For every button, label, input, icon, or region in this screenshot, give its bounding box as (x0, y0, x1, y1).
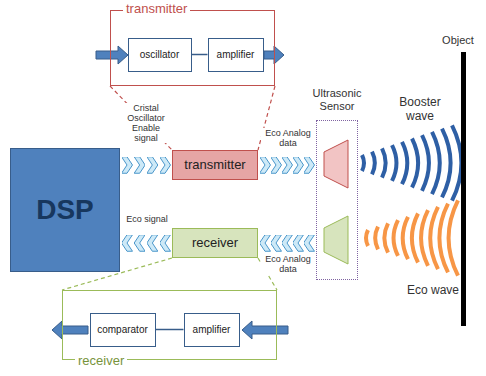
booster-wave-arc (392, 145, 396, 181)
input-arrow (242, 321, 288, 339)
eco-wave-arc (403, 217, 408, 259)
booster-wave-arc (432, 132, 440, 194)
eco-wave-arc (394, 220, 398, 256)
amplifier-box: amplifier (184, 313, 240, 347)
waves (362, 125, 461, 275)
eco-wave-arc (366, 230, 368, 246)
booster-wave-arc (422, 135, 429, 191)
group-title: receiver (75, 354, 127, 369)
box-label: amplifier (217, 49, 255, 61)
transmitter-group: transmitteroscillatoramplifier (110, 10, 275, 86)
oscillator-box: oscillator (128, 38, 192, 72)
eco-wave-arc (412, 214, 418, 263)
input-arrow (96, 46, 128, 64)
transmit-transducer (324, 140, 348, 188)
box-label: transmitter (184, 158, 245, 173)
booster-wave-arc (412, 139, 418, 188)
eco-wave-arc (375, 227, 378, 250)
box-label: DSP (36, 194, 94, 226)
receive-transducer (324, 216, 348, 264)
receiver-group: receivercomparatoramplifier (62, 290, 277, 360)
signal-arrow (265, 165, 309, 166)
box-label: receiver (192, 236, 238, 251)
eco-wave-arc (421, 210, 428, 266)
booster-wave-arc (452, 125, 461, 200)
dsp-box: DSP (10, 148, 120, 272)
signal-label: Eco Analog data (261, 128, 315, 148)
signal-label: Eco Analog data (261, 254, 315, 274)
output-arrow (264, 46, 284, 64)
box-label: oscillator (140, 49, 179, 61)
group-title: transmitter (123, 2, 190, 17)
booster-wave-arc (382, 148, 386, 177)
signal-label: Cristal Oscillator Enable signal (121, 103, 171, 143)
box-label: amplifier (193, 324, 231, 336)
wave-label: Eco wave (405, 284, 461, 298)
signal-label: Eco signal (123, 214, 171, 224)
signal-arrow (265, 243, 309, 244)
zoom-line (110, 86, 172, 150)
signal-arrow (127, 165, 165, 166)
output-arrow (52, 321, 88, 339)
box-label: comparator (97, 324, 148, 336)
eco-wave-arc (384, 223, 388, 252)
wave-label: Booster wave (392, 96, 448, 124)
amplifier-box: amplifier (208, 38, 264, 72)
object-label: Object (436, 34, 480, 47)
sensor-box: Ultrasonic Sensor (316, 120, 358, 280)
wire (192, 54, 208, 56)
eco-wave-arc (430, 207, 438, 269)
booster-wave-arc (402, 142, 407, 184)
comparator-box: comparator (90, 313, 156, 347)
object-bar (461, 52, 466, 326)
eco-wave-arc (449, 200, 458, 275)
booster-wave-arc (362, 155, 364, 171)
booster-wave-arc (372, 152, 375, 175)
booster-wave-arc (442, 129, 451, 198)
wire (156, 329, 184, 331)
group-title: Ultrasonic Sensor (302, 87, 372, 112)
receiver-box: receiver (172, 228, 258, 258)
signal-arrow (127, 243, 165, 244)
transmitter-box: transmitter (172, 150, 258, 180)
